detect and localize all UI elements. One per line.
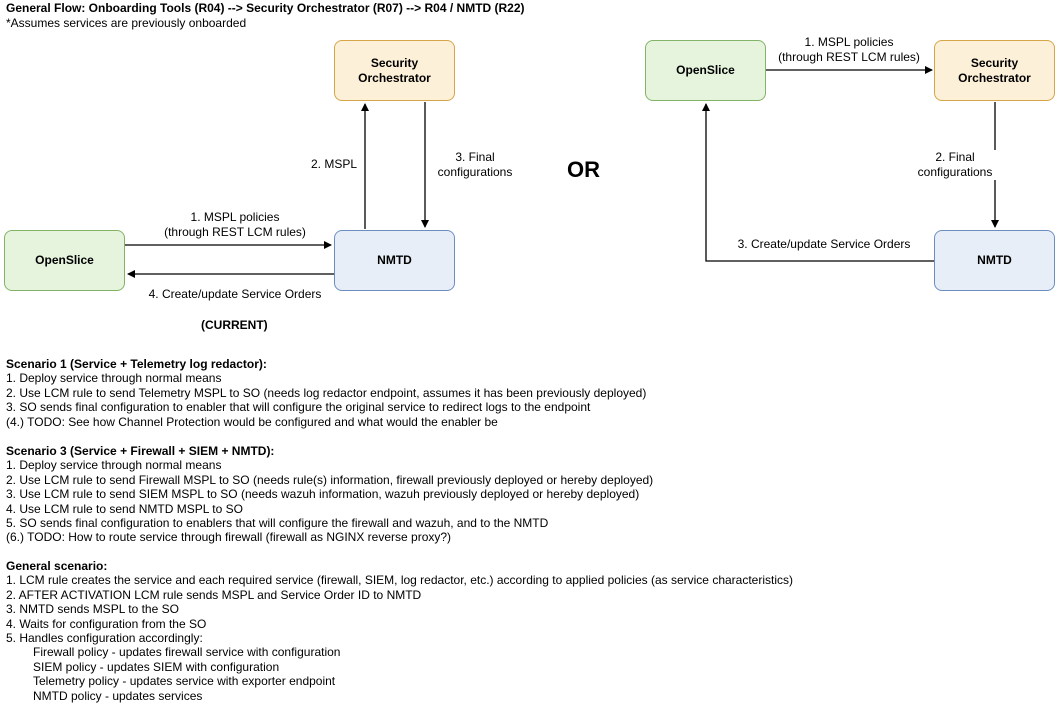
general-scenario-step: 5. Handles configuration accordingly:: [6, 631, 203, 646]
edge-label-final-configurations-alt: 2. Final configurations: [913, 150, 997, 180]
nmtd-node-alt: NMTD: [934, 230, 1055, 291]
openslice-node: OpenSlice: [4, 230, 125, 291]
scenario-1: Scenario 1 (Service + Telemetry log reda…: [6, 357, 646, 429]
edge-label-service-orders-alt: 3. Create/update Service Orders: [733, 237, 915, 252]
scenario-3-step: 1. Deploy service through normal means: [6, 458, 222, 473]
edge-label-mspl-policies: 1. MSPL policies (through REST LCM rules…: [160, 210, 310, 240]
general-scenario-step: 3. NMTD sends MSPL to the SO: [6, 602, 179, 617]
scenario-3-step: 3. Use LCM rule to send SIEM MSPL to SO …: [6, 487, 640, 502]
security-orchestrator-node-alt: Security Orchestrator: [934, 40, 1055, 101]
general-scenario-substep: NMTD policy - updates services: [33, 688, 203, 703]
scenario-3: Scenario 3 (Service + Firewall + SIEM + …: [6, 444, 653, 545]
arrow-nmtd-to-openslice-alt: [702, 103, 934, 262]
general-scenario-heading: General scenario:: [6, 559, 108, 573]
page-note: *Assumes services are previously onboard…: [6, 16, 247, 30]
edge-label-final-configurations: 3. Final configurations: [433, 150, 517, 180]
scenario-1-step: 1. Deploy service through normal means: [6, 371, 222, 386]
general-scenario-step: 2. AFTER ACTIVATION LCM rule sends MSPL …: [6, 587, 422, 602]
current-caption: (CURRENT): [201, 318, 268, 332]
scenario-3-step: 4. Use LCM rule to send NMTD MSPL to SO: [6, 501, 243, 516]
scenario-1-step: 2. Use LCM rule to send Telemetry MSPL t…: [6, 385, 647, 400]
general-scenario-step: 4. Waits for configuration from the SO: [6, 616, 207, 631]
scenario-1-heading: Scenario 1 (Service + Telemetry log reda…: [6, 357, 267, 371]
security-orchestrator-node: Security Orchestrator: [334, 40, 455, 101]
scenario-3-heading: Scenario 3 (Service + Firewall + SIEM + …: [6, 444, 275, 458]
general-scenario-substep: Telemetry policy - updates service with …: [33, 674, 336, 689]
general-scenario-step: 1. LCM rule creates the service and each…: [6, 573, 794, 588]
scenario-1-step: (4.) TODO: See how Channel Protection wo…: [6, 414, 498, 429]
general-scenario-substep: Firewall policy - updates firewall servi…: [33, 645, 341, 660]
nmtd-node: NMTD: [334, 230, 455, 291]
edge-label-mspl-policies-alt: 1. MSPL policies (through REST LCM rules…: [774, 35, 924, 65]
scenario-1-step: 3. SO sends final configuration to enabl…: [6, 400, 591, 415]
general-scenario: General scenario: 1. LCM rule creates th…: [6, 559, 793, 703]
or-separator: OR: [567, 157, 600, 182]
page-title: General Flow: Onboarding Tools (R04) -->…: [6, 1, 525, 15]
scenario-3-step: (6.) TODO: How to route service through …: [6, 530, 452, 545]
edge-label-mspl: 2. MSPL: [308, 157, 360, 172]
edge-label-service-orders: 4. Create/update Service Orders: [145, 287, 325, 302]
scenario-3-step: 2. Use LCM rule to send Firewall MSPL to…: [6, 472, 654, 487]
openslice-node-alt: OpenSlice: [645, 40, 766, 101]
scenario-3-step: 5. SO sends final configuration to enabl…: [6, 516, 549, 531]
general-scenario-substep: SIEM policy - updates SIEM with configur…: [33, 659, 280, 674]
